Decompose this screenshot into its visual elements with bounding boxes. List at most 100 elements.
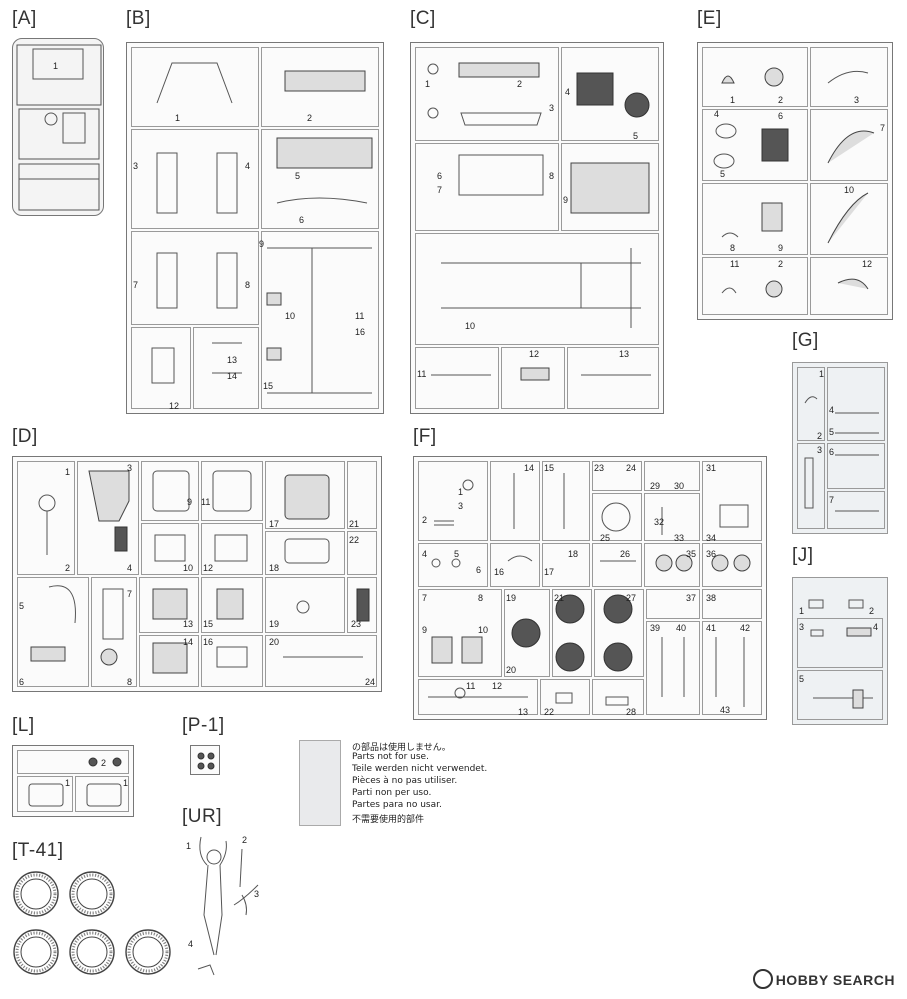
sprue-d-cell: [265, 577, 345, 633]
part-number: 7: [880, 123, 886, 133]
sprue-c-cell: [561, 47, 659, 141]
sprue-g-cell: [797, 443, 825, 529]
sprue-c-cell: [415, 347, 499, 409]
sprue-d-cell: [265, 531, 345, 575]
part-number: 15: [544, 463, 555, 473]
part-number: 42: [740, 623, 751, 633]
part-number: 2: [869, 606, 875, 616]
sprue-p1-frame: [190, 745, 220, 775]
notice-line-fr: Pièces à no pas utiliser.: [352, 776, 458, 786]
sprue-f-cell: [418, 679, 538, 715]
sprue-b-cell: [131, 327, 191, 409]
part-number: 10: [844, 185, 855, 195]
tire: [13, 871, 59, 917]
sprue-l-cell: [17, 750, 129, 774]
part-number: 13: [518, 707, 529, 717]
part-number: 1: [186, 841, 192, 851]
part-number: 39: [650, 623, 661, 633]
sprue-ur-label: [UR]: [182, 806, 222, 827]
part-number: 5: [799, 674, 805, 684]
sprue-g-cell: [827, 367, 885, 441]
part-number: 5: [720, 169, 726, 179]
sprue-f-cell: [592, 543, 642, 587]
part-number: 19: [269, 619, 280, 629]
part-number: 1: [65, 778, 71, 788]
sprue-d-cell: [201, 577, 263, 633]
part-number: 7: [829, 495, 835, 505]
part-number: 1: [123, 778, 129, 788]
part-number: 4: [873, 622, 879, 632]
sprue-f-cell: [644, 461, 700, 491]
sprue-f-parts-drawing: [428, 473, 751, 707]
sprue-g-cell: [827, 443, 885, 489]
part-number: 2: [517, 79, 523, 89]
part-number: 10: [285, 311, 296, 321]
sprue-l-cell: [17, 776, 73, 812]
sprue-e-cell: [702, 47, 808, 107]
part-number: 8: [730, 243, 736, 253]
part-number: 4: [565, 87, 571, 97]
part-number: 29: [650, 481, 661, 491]
part-number: 4: [829, 405, 835, 415]
part-number: 20: [506, 665, 517, 675]
sprue-f-cell: [542, 543, 590, 587]
part-number: 1: [730, 95, 736, 105]
sprue-a-label: [A]: [12, 8, 37, 29]
sprue-j-parts-drawing: [808, 599, 873, 709]
part-number: 17: [544, 567, 555, 577]
sprue-g-label: [G]: [792, 330, 819, 351]
tire: [69, 929, 115, 975]
part-number: 6: [778, 111, 784, 121]
part-number: 9: [422, 625, 428, 635]
sprue-d-cell: [139, 577, 199, 633]
sprue-d-cell: [77, 461, 139, 575]
part-number: 14: [227, 371, 238, 381]
part-number: 4: [422, 549, 428, 559]
part-number: 10: [465, 321, 476, 331]
part-number: 9: [563, 195, 569, 205]
part-number: 13: [227, 355, 238, 365]
unused-parts-swatch: [299, 740, 341, 826]
part-number: 2: [101, 758, 107, 768]
sprue-l-frame: 1 2 1: [12, 745, 134, 817]
sprue-j-label: [J]: [792, 545, 814, 566]
sprue-b-cell: [193, 327, 259, 409]
sprue-e-cell: [810, 109, 888, 181]
part-number: 13: [183, 619, 194, 629]
part-number: 26: [620, 549, 631, 559]
sprue-f-cell: [592, 461, 642, 491]
part-number: 8: [127, 677, 133, 687]
sprue-j-frame: 1 2 3 4 5: [792, 577, 888, 725]
part-number: 10: [478, 625, 489, 635]
part-number: 3: [254, 889, 260, 899]
part-number: 2: [778, 95, 784, 105]
part-number: 20: [269, 637, 280, 647]
part-number: 38: [706, 593, 717, 603]
sprue-f-cell: [418, 543, 488, 587]
part-number: 23: [594, 463, 605, 473]
part-number: 5: [454, 549, 460, 559]
sprue-b-cell: [261, 129, 379, 229]
part-number: 1: [819, 369, 825, 379]
part-number: 40: [676, 623, 687, 633]
sprue-p1-parts-drawing: [197, 752, 215, 770]
part-number: 35: [686, 549, 697, 559]
sprue-f-cell: [490, 543, 540, 587]
sprue-d-cell: [201, 523, 263, 575]
part-number: 22: [349, 535, 360, 545]
part-number: 15: [203, 619, 214, 629]
sprue-f-cell: [702, 461, 762, 541]
part-number: 14: [524, 463, 535, 473]
sprue-f-cell: [594, 589, 644, 677]
hobby-search-logo-icon: [752, 969, 773, 989]
sprue-d-cell: [201, 461, 263, 521]
notice-line-jp: の部品は使用しません。: [352, 743, 451, 753]
sprue-ur-figures: 1 2 3 4: [182, 835, 272, 985]
part-number: 4: [127, 563, 133, 573]
sprue-c-frame: 1 2 3 4 5 6 7 8 9 10 11 12 13: [410, 42, 664, 414]
part-number: 10: [183, 563, 194, 573]
sprue-d-cell: [17, 461, 75, 575]
sprue-f-cell: [702, 621, 762, 715]
part-number: 11: [466, 681, 476, 691]
sprue-f-cell: [418, 589, 502, 677]
